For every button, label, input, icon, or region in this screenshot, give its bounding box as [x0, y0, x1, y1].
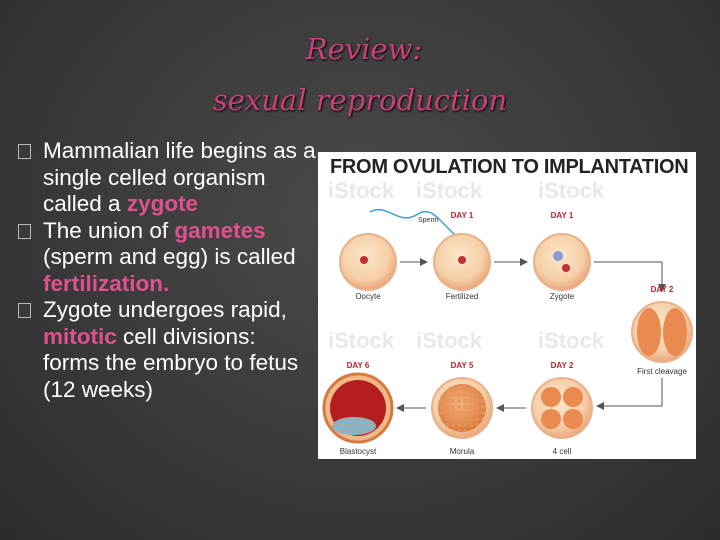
bullet-text-run: The union of [43, 217, 175, 243]
bullet-text-run: cell divisions: forms the embryo to fetu… [43, 323, 299, 402]
stage-label: Oocyte [355, 292, 381, 301]
bullet-item: Mammalian life begins as a single celled… [18, 138, 318, 218]
day-label: DAY 6 [347, 361, 370, 370]
slide-title-line-1: Review: [305, 32, 423, 66]
bullet-box-icon [18, 144, 31, 159]
first-cleavage-cell-icon [631, 301, 693, 363]
stage-label: Blastocyst [340, 447, 377, 456]
stage-label: First cleavage [637, 367, 687, 376]
stage-label: Fertilized [446, 292, 478, 301]
bullet-text-run: Zygote undergoes rapid, [43, 297, 287, 322]
fertilized-cell-icon [433, 233, 491, 291]
bullet-list: Mammalian life begins as a single celled… [18, 138, 318, 403]
watermark: iStock [538, 178, 605, 203]
day-label: DAY 5 [451, 361, 474, 370]
watermark: iStock [416, 328, 483, 353]
watermark: iStock [328, 178, 395, 203]
highlighted-term: mitotic [43, 323, 117, 349]
bullet-text: The union of gametes (sperm and egg) is … [43, 218, 296, 296]
bullet-text-run: Mammalian life begins as a single celled… [43, 138, 316, 216]
slide-title-line-2: sexual reproduction [212, 83, 508, 117]
watermark: iStock [416, 178, 483, 203]
watermark: iStock [538, 328, 605, 353]
zygote-cell-icon [533, 233, 591, 291]
development-figure: FROM OVULATION TO IMPLANTATION iStock iS… [318, 152, 696, 459]
bullet-item: The union of gametes (sperm and egg) is … [18, 218, 318, 298]
figure-illustration: iStock iStock iStock iStock iStock iStoc… [322, 178, 693, 456]
stage-label: 4 cell [553, 447, 572, 456]
figure-title: FROM OVULATION TO IMPLANTATION [330, 156, 689, 178]
bullet-box-icon [18, 303, 31, 318]
morula-cell-icon [431, 377, 493, 439]
bullet-text: Mammalian life begins as a single celled… [43, 138, 316, 216]
bullet-text-run: (sperm and egg) is called [43, 244, 296, 269]
day-label: DAY 2 [551, 361, 574, 370]
watermark: iStock [328, 328, 395, 353]
day-label: DAY 1 [451, 211, 474, 220]
oocyte-cell-icon [339, 233, 397, 291]
highlighted-term: zygote [126, 191, 199, 216]
blastocyst-cell-icon [322, 372, 394, 444]
four-cell-icon [531, 377, 593, 439]
day-label: DAY 2 [651, 285, 674, 294]
stage-label: Zygote [550, 292, 575, 301]
highlighted-term: gametes [174, 217, 266, 243]
stage-label: Morula [450, 447, 475, 456]
highlighted-term: fertilization. [43, 270, 170, 296]
sperm-label: Sperm [418, 217, 439, 224]
bullet-text: Zygote undergoes rapid, mitotic cell div… [43, 297, 298, 402]
day-label: DAY 1 [551, 211, 574, 220]
bullet-box-icon [18, 223, 31, 239]
bullet-item: Zygote undergoes rapid, mitotic cell div… [18, 297, 318, 403]
